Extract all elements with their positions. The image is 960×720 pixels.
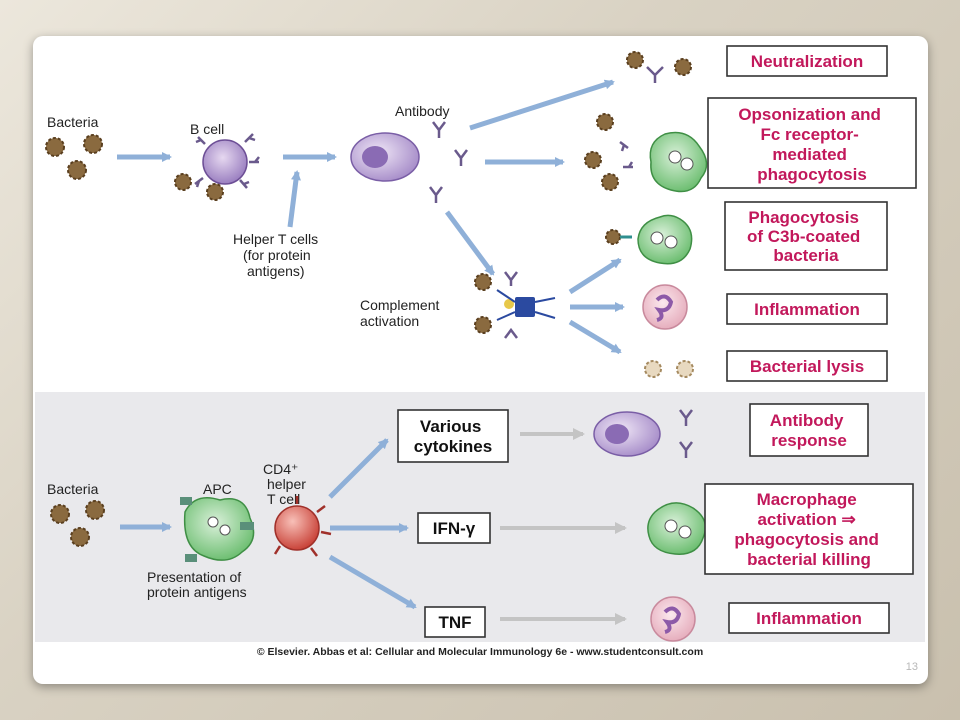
arrow-to-lysis [568, 319, 622, 355]
neutralized-bacteria [626, 51, 692, 83]
c3b-graphic [605, 214, 693, 265]
immune-response-diagram: Bacteria B cell Helper T cells (for prot… [35, 42, 925, 662]
apc-label: APC [203, 481, 232, 497]
outcome-macrophage-activation: Macrophage activation ⇒ phagocytosis and… [704, 483, 914, 575]
svg-text:Bacterial lysis: Bacterial lysis [750, 357, 864, 376]
arrow-to-complement [444, 210, 496, 276]
credit-line: © Elsevier. Abbas et al: Cellular and Mo… [257, 646, 703, 658]
helper-t-label: Helper T cells (for protein antigens) [233, 231, 322, 279]
arrow-to-tnf [328, 554, 417, 610]
presentation-label: Presentation of protein antigens [147, 569, 247, 600]
cytokine-tnf: TNF [424, 606, 486, 638]
slide-number: 13 [905, 661, 918, 673]
bcell-receptors [194, 133, 260, 189]
free-antibodies [429, 121, 468, 203]
outcome-bacterial-lysis: Bacterial lysis [726, 350, 888, 382]
svg-text:Phagocytosis of C3b-coat: Phagocytosis of C3b-coated bacteria [747, 208, 865, 265]
inflammation-cell-top [642, 284, 688, 330]
inflammation-cell-bottom [650, 596, 696, 642]
arrow-helper-up [287, 170, 301, 228]
outcome-neutralization: Neutralization [726, 45, 888, 77]
opsonization-graphic [584, 113, 708, 193]
svg-text:Macrophage activation ⇒: Macrophage activation ⇒ phagocytosis and… [734, 490, 883, 569]
outcome-inflammation-top: Inflammation [726, 293, 888, 325]
apc-cell [180, 497, 255, 562]
svg-text:Various cytokines: Various cytokines [414, 417, 492, 456]
outcome-opsonization: Opsonization and Fc receptor- mediated p… [707, 97, 917, 189]
bacteria-bound-bcell [174, 173, 224, 201]
bcell-label: B cell [190, 121, 224, 137]
lysed-bacteria [644, 360, 694, 378]
cytokine-ifn-gamma: IFN-γ [417, 512, 491, 544]
antibody-label: Antibody [395, 103, 449, 119]
svg-text:Inflammation: Inflammation [756, 609, 862, 628]
outcome-inflammation-bottom: Inflammation [728, 602, 890, 634]
bacteria-label-bottom: Bacteria [47, 481, 99, 497]
activated-macrophage [647, 502, 707, 555]
svg-text:IFN-γ: IFN-γ [433, 519, 476, 538]
svg-text:Antibody response: Antibody response [770, 411, 848, 450]
outcome-antibody-response: Antibody response [749, 403, 869, 457]
plasma-cell-bottom [593, 409, 693, 458]
bacteria-label-top: Bacteria [47, 114, 99, 130]
cytokine-various: Various cytokines [397, 409, 509, 463]
bacteria-cluster-top [45, 134, 103, 180]
arrow-to-cytokines [328, 438, 389, 499]
complement-graphic [474, 271, 556, 339]
svg-text:Inflammation: Inflammation [754, 300, 860, 319]
complement-label: Complement activation [360, 297, 443, 329]
arrow-to-neutralization [469, 79, 615, 131]
cd4-label: CD4⁺ helper T cell [263, 461, 310, 507]
cd4-t-cell [273, 496, 332, 557]
bacteria-cluster-bottom [50, 500, 105, 547]
arrow-to-c3b [568, 257, 622, 295]
svg-text:TNF: TNF [438, 613, 471, 632]
svg-text:Opsonization and Fc rece: Opsonization and Fc receptor- mediated p… [738, 105, 885, 184]
bcell [202, 139, 248, 185]
svg-text:Neutralization: Neutralization [751, 52, 863, 71]
outcome-c3b: Phagocytosis of C3b-coated bacteria [724, 201, 888, 271]
